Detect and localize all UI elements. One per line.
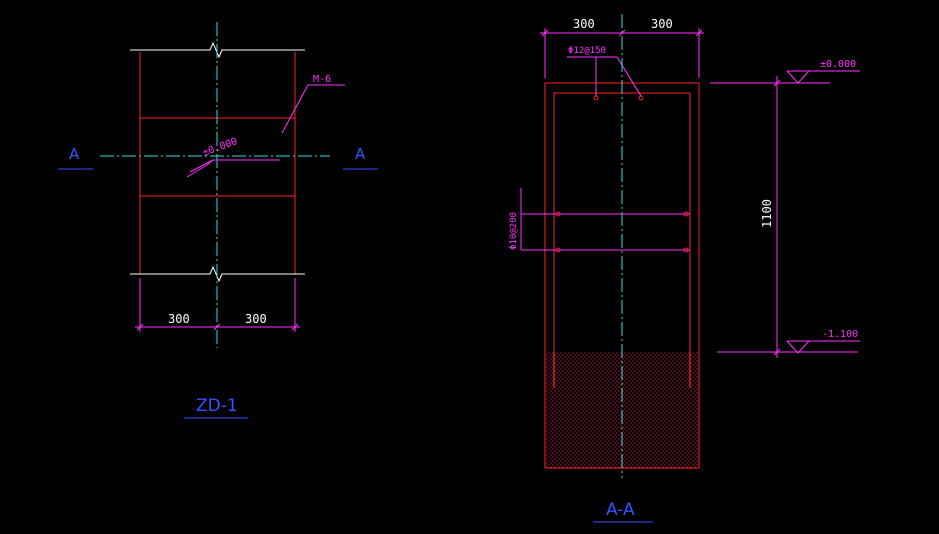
elevation-bottom-label: -1.100 (822, 329, 858, 340)
section-mark-left: A (69, 145, 80, 163)
section-side-rebar-dots (555, 211, 689, 253)
section-top-rebar-dots (593, 95, 644, 101)
section-top-dimension (540, 28, 704, 78)
height-dim-label: 1100 (760, 199, 774, 228)
section-top-rebar-leader (567, 56, 642, 97)
plan-elevation-symbol (186, 159, 280, 178)
section-dim-left: 300 (573, 17, 595, 31)
elevation-symbol-bottom (786, 340, 860, 354)
section-mark-right: A (355, 145, 366, 163)
section-side-rebars (520, 188, 690, 251)
plan-centerlines (100, 22, 330, 348)
plan-dim-left: 300 (168, 312, 190, 326)
plan-elevation-label: ±0.000 (201, 136, 239, 159)
section-height-dimension (710, 76, 858, 358)
member-label: M-6 (313, 74, 331, 85)
plan-dimension-line (135, 278, 300, 332)
elevation-top-label: ±0.000 (820, 59, 856, 70)
elevation-symbol-top (786, 70, 860, 84)
plan-break-lines (130, 41, 305, 283)
plan-view: A A M-6 ±0.000 300 300 ZD-1 (58, 22, 378, 419)
section-title: A-A (606, 500, 635, 520)
plan-member-leader (281, 84, 345, 134)
side-rebar-label: Φ10@200 (509, 212, 519, 250)
plan-title: ZD-1 (196, 396, 238, 416)
section-dim-right: 300 (651, 17, 673, 31)
section-view: Φ10@200 Φ12@150 300 300 1100 (509, 14, 860, 523)
plan-section-marks: A A (58, 145, 378, 170)
top-rebar-label: Φ12@150 (568, 46, 606, 56)
plan-dim-right: 300 (245, 312, 267, 326)
